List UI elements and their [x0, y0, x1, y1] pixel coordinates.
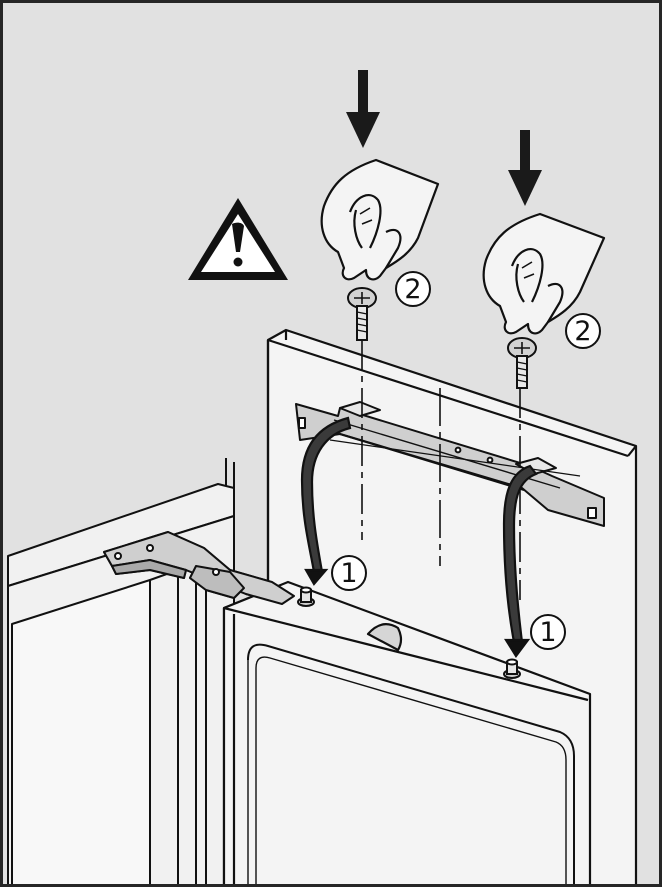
curved-arrow-right: [502, 464, 538, 658]
appliance-cabinet: [7, 458, 235, 887]
callout-label: 1: [539, 617, 556, 648]
callout-label: 1: [340, 558, 357, 589]
callout-step-1-left: 1: [331, 555, 367, 591]
callout-step-2-right: 2: [565, 313, 601, 349]
warning-triangle-icon: [188, 198, 288, 280]
door-hinge-front: [103, 531, 295, 605]
door-stud-left-front: [297, 586, 315, 607]
curved-arrow-left: [300, 416, 352, 586]
callout-label: 2: [574, 316, 591, 347]
door-stud-right-front: [503, 658, 521, 679]
callout-step-2-left: 2: [395, 271, 431, 307]
mounting-rail: [295, 401, 605, 527]
screw-icon: [347, 287, 377, 341]
arrow-down-icon: [346, 70, 380, 148]
callout-label: 2: [404, 274, 421, 305]
arrow-down-icon: [508, 130, 542, 206]
alignment-lines: [329, 340, 581, 600]
callout-step-1-right: 1: [530, 614, 566, 650]
screw-icon: [507, 337, 537, 389]
hand-icon: [482, 212, 606, 335]
hand-icon: [320, 158, 440, 281]
